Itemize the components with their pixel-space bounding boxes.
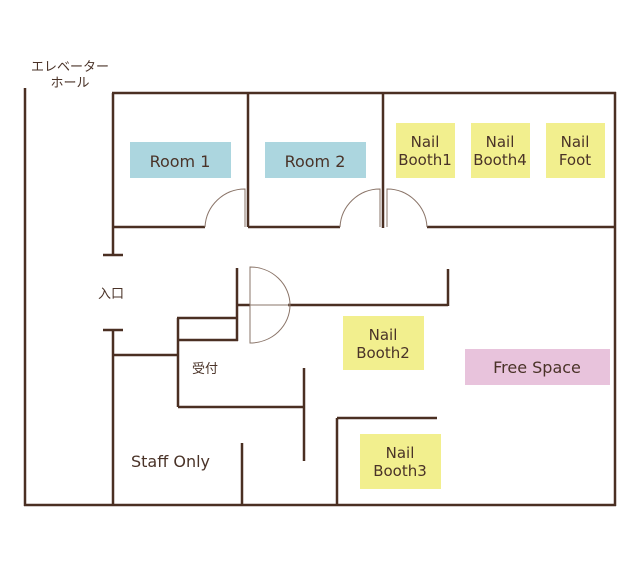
entrance-label: 入口 <box>98 287 124 302</box>
room-1[interactable]: Room 1 <box>130 142 231 178</box>
nail-booth-3[interactable]: Nail Booth3 <box>360 434 441 489</box>
booth-4-label: Nail <box>486 133 515 151</box>
door-room1 <box>204 188 246 228</box>
booth-2-label: Nail <box>369 326 398 344</box>
reception-label: 受付 <box>192 362 218 377</box>
room-1-label: Room 1 <box>150 152 211 171</box>
walls <box>23 88 617 507</box>
foot-label-2: Foot <box>559 151 591 169</box>
nail-booth-1[interactable]: Nail Booth1 <box>396 123 455 178</box>
room-2-label: Room 2 <box>285 152 346 171</box>
booth-3-label: Nail <box>386 444 415 462</box>
nail-foot[interactable]: Nail Foot <box>546 123 605 178</box>
booth-1-label-2: Booth1 <box>398 151 452 169</box>
door-booth-room <box>386 188 428 228</box>
booth-2-label-2: Booth2 <box>356 344 410 362</box>
foot-label: Nail <box>561 133 590 151</box>
booth-4-label-2: Booth4 <box>473 151 527 169</box>
free-space-label: Free Space <box>493 358 581 377</box>
elevator-hall-label-2: ホール <box>50 76 89 91</box>
doors <box>204 188 428 344</box>
elevator-hall-label: エレベーター <box>31 60 109 75</box>
door-entrance <box>249 266 291 344</box>
room-2[interactable]: Room 2 <box>265 142 366 178</box>
booth-1-label: Nail <box>411 133 440 151</box>
free-space[interactable]: Free Space <box>465 349 610 385</box>
booth-3-label-2: Booth3 <box>373 462 427 480</box>
nail-booth-4[interactable]: Nail Booth4 <box>471 123 530 178</box>
door-room2 <box>339 188 381 228</box>
nail-booth-2[interactable]: Nail Booth2 <box>343 316 424 370</box>
staff-only-label: Staff Only <box>131 452 210 471</box>
